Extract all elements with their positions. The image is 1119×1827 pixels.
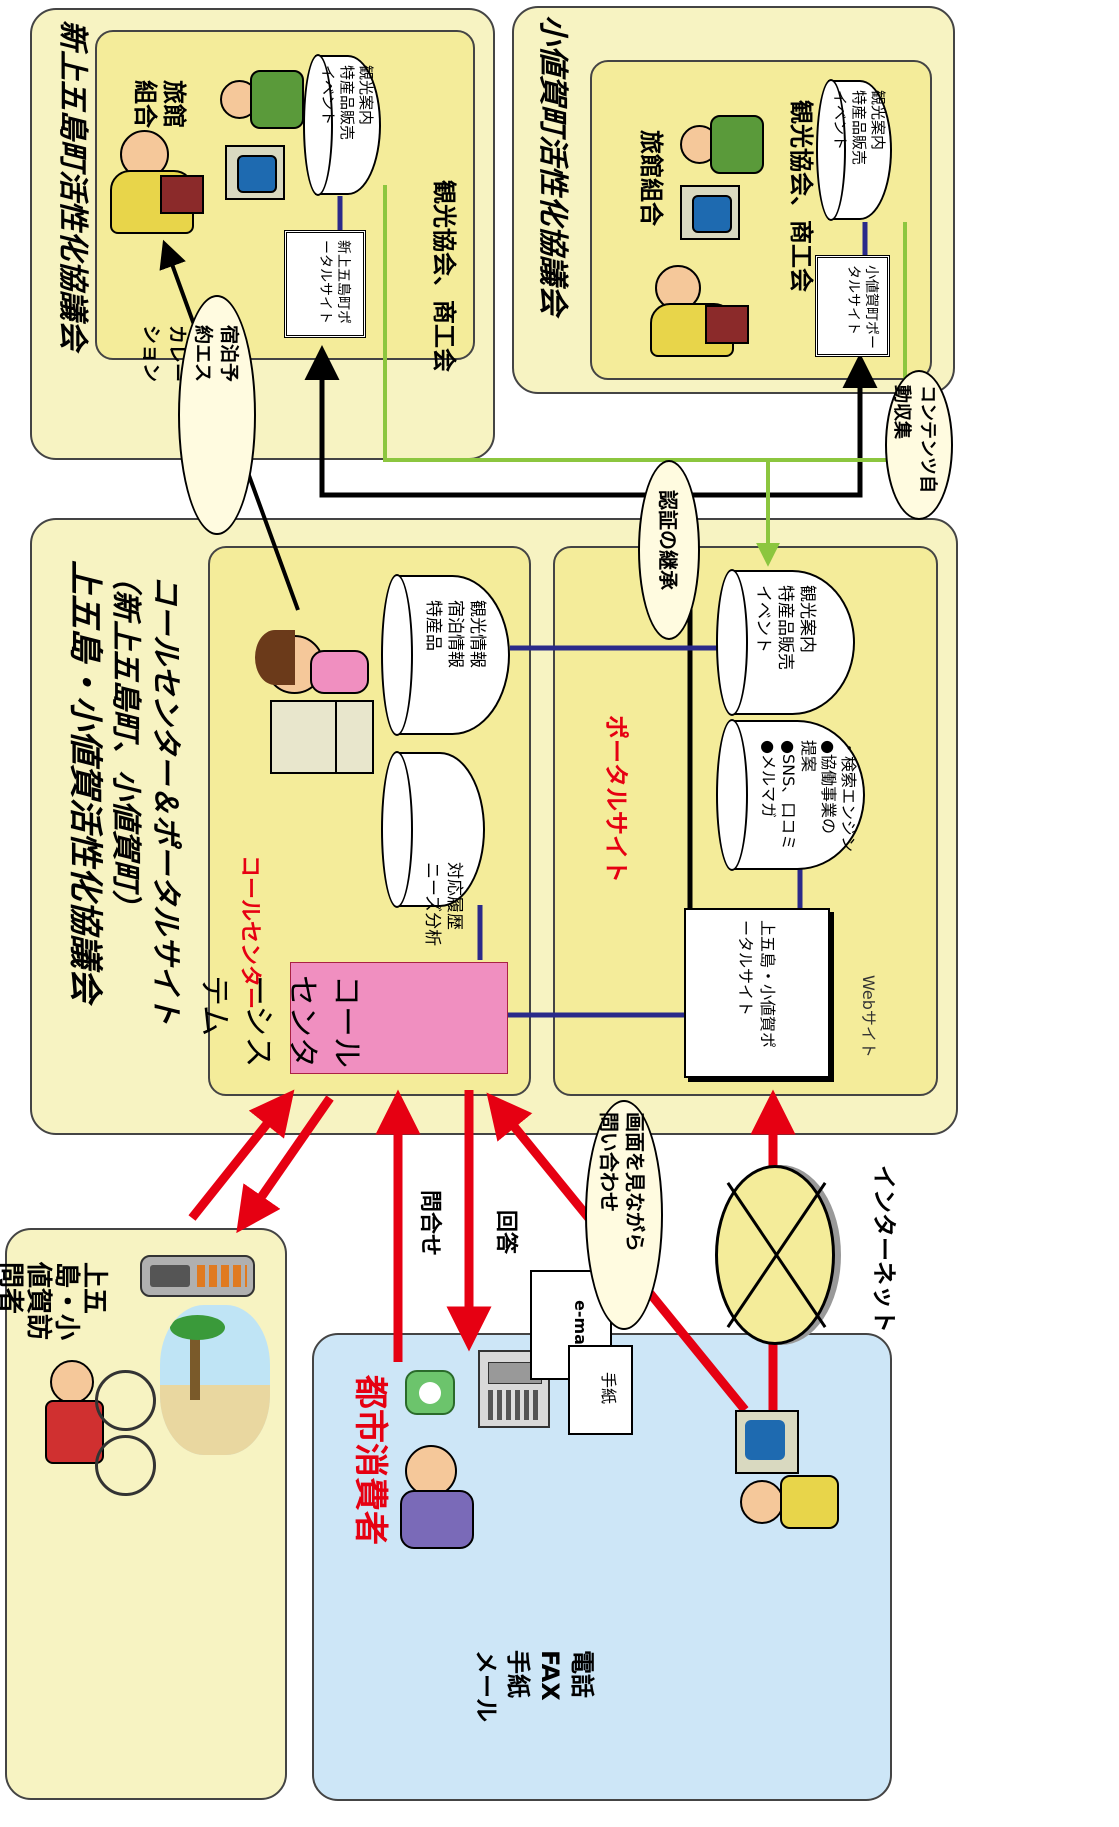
info-db [381, 574, 510, 736]
clerk-figure-ojika [650, 265, 750, 357]
shinkamigoto-db-items: 観光案内 特産品販売 イベント [319, 65, 375, 141]
ojika-portal-label: 小値賀町ポータルサイト [845, 265, 879, 349]
inquiry-label: 問合せ [417, 1190, 442, 1257]
callcenter-system-box[interactable] [290, 962, 508, 1074]
answer-label: 回答 [493, 1210, 518, 1255]
ojika-title: 小値賀町活性化協議会 [535, 15, 570, 315]
shinkamigoto-kanko-label: 観光協会、商工会 [430, 180, 458, 372]
cyclist-image [40, 1350, 156, 1500]
portal-site-box[interactable] [684, 908, 830, 1078]
ojika-ryokan-label: 旅館組合 [637, 130, 665, 226]
screen-inquiry-text: 画面を見ながら問い合わせ [597, 1112, 647, 1252]
beach-image [160, 1305, 270, 1455]
escalation-text: 宿泊予約エスカレーション [140, 325, 240, 383]
letter-envelope [568, 1345, 633, 1435]
shinkamigoto-portal-label: 新上五島町ポータルサイト [317, 240, 351, 324]
content-line [383, 185, 780, 567]
auth-text: 認証の継承 [656, 490, 680, 590]
consumer-figure [395, 1440, 490, 1550]
consumers-title: 都市消費者 [350, 1375, 390, 1545]
ojika-db [816, 79, 892, 221]
ojika-kanko-label: 観光協会、商工会 [787, 100, 815, 292]
operator-figure [255, 630, 375, 780]
ojika-db-items: 観光案内 特産品販売 イベント [831, 90, 887, 166]
clerk-figure-shinkamigoto [110, 130, 205, 240]
shinkamigoto-db [303, 54, 381, 196]
portal-title: ポータルサイト [602, 715, 630, 883]
screen-inquiry-bubble [585, 1100, 663, 1330]
auth-line-ojika [690, 353, 878, 498]
content-text: コンテンツ自動収集 [891, 385, 938, 493]
mobile-phone-icon [140, 1255, 255, 1297]
portal-site-label: 上五島・小値賀ポータルサイト [736, 920, 777, 1049]
portal-db1 [716, 569, 855, 716]
central-title-line3: コールセンター＆ポータルサイト [148, 575, 183, 1025]
central-title-line1: 上五島・小値賀活性化協議会 [65, 560, 105, 1002]
history-db [381, 751, 485, 908]
info-db-items: 観光情報 宿泊情報 特産品 [423, 600, 487, 668]
portal-db1-items: 観光案内 特産品販売 イベント [753, 585, 817, 670]
portal-db2 [716, 719, 865, 871]
internet-globe-icon [715, 1165, 835, 1345]
worker-figure-shinkamigoto [220, 60, 310, 140]
auth-bubble [638, 460, 700, 640]
escalation-bubble [178, 295, 256, 535]
phone-icon [405, 1370, 455, 1415]
worker-figure-ojika [680, 100, 770, 180]
computer-icon-shinkamigoto [225, 145, 285, 200]
ojika-portal-box[interactable] [815, 255, 890, 357]
letter-envelope-label: 手紙 [599, 1372, 618, 1405]
content-bubble [885, 370, 953, 520]
auth-line [304, 345, 693, 910]
web-site-label: Webサイト [859, 975, 878, 1058]
portal-db2-items: ・検索エンジン ●協働事業の 提案 ●SNS、口コミ ●メルマガ [759, 740, 858, 853]
history-db-items: 対応履歴 ニーズ分析 [422, 862, 464, 947]
pc-user-figure [720, 1410, 840, 1530]
consumer-channels: 電話 FAX 手紙 メール [472, 1650, 596, 1722]
visitors-title: 上五島・小値賀訪問者 [0, 1262, 109, 1341]
computer-icon-ojika [680, 185, 740, 240]
internet-label: インターネット [870, 1165, 898, 1333]
central-title-line2: （新上五島町、小値賀町） [108, 560, 143, 920]
shinkamigoto-portal-box[interactable] [284, 230, 366, 338]
callcenter-system-label: コールセンターシステム [196, 975, 364, 1068]
shinkamigoto-title: 新上五島町活性化協議会 [55, 20, 90, 350]
